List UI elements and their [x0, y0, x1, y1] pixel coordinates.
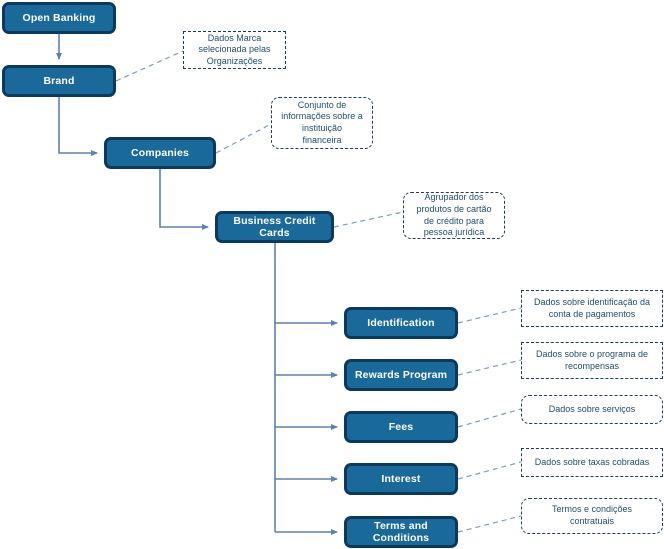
note-rewards-program: Dados sobre o programa de recompensas — [521, 342, 663, 379]
note-business-credit-cards-text: Agrupador dos produtos de cartão de créd… — [416, 192, 492, 238]
note-brand: Dados Marca selecionada pelas Organizaçõ… — [183, 31, 286, 69]
node-interest[interactable]: Interest — [344, 463, 458, 495]
node-terms-and-conditions[interactable]: Terms and Conditions — [344, 516, 458, 548]
note-interest-text: Dados sobre taxas cobradas — [534, 456, 650, 467]
node-rewards-program[interactable]: Rewards Program — [344, 359, 458, 391]
leader-business-credit-cards-to-note — [333, 211, 404, 228]
note-interest: Dados sobre taxas cobradas — [521, 448, 663, 477]
edge-companies-to-business-credit-cards — [159, 169, 209, 230]
node-open-banking[interactable]: Open Banking — [2, 2, 116, 34]
node-rewards-program-label: Rewards Program — [354, 368, 448, 381]
note-rewards-program-text: Dados sobre o programa de recompensas — [535, 348, 649, 371]
node-fees[interactable]: Fees — [344, 411, 458, 443]
note-fees: Dados sobre serviços — [521, 395, 663, 424]
node-identification[interactable]: Identification — [344, 307, 458, 339]
node-brand[interactable]: Brand — [2, 65, 116, 97]
node-open-banking-label: Open Banking — [22, 11, 96, 24]
note-business-credit-cards: Agrupador dos produtos de cartão de créd… — [403, 192, 505, 239]
edge-brand-to-companies — [58, 97, 98, 156]
note-companies-text: Conjunto de informações sobre a institui… — [281, 99, 363, 145]
node-terms-and-conditions-label: Terms and Conditions — [372, 519, 430, 544]
node-brand-label: Brand — [43, 74, 75, 87]
note-terms-and-conditions: Termos e condições contratuais — [521, 498, 663, 534]
leader-brand-to-note — [115, 50, 184, 82]
leader-terms-and-conditions-to-note — [457, 515, 522, 533]
leader-fees-to-note — [457, 408, 522, 428]
node-companies-label: Companies — [131, 146, 189, 159]
leader-rewards-program-to-note — [457, 359, 522, 376]
note-identification: Dados sobre identificação da conta de pa… — [521, 290, 663, 327]
leader-identification-to-note — [457, 307, 522, 324]
node-companies[interactable]: Companies — [104, 137, 216, 169]
leader-companies-to-note — [215, 123, 272, 154]
note-terms-and-conditions-text: Termos e condições contratuais — [551, 504, 633, 526]
node-business-credit-cards-label: Business Credit Cards — [233, 214, 316, 239]
note-identification-text: Dados sobre identificação da conta de pa… — [533, 296, 651, 319]
node-interest-label: Interest — [381, 472, 421, 485]
leader-interest-to-note — [457, 461, 522, 480]
note-fees-text: Dados sobre serviços — [548, 403, 636, 414]
node-fees-label: Fees — [388, 420, 414, 433]
note-companies: Conjunto de informações sobre a institui… — [271, 97, 373, 149]
node-identification-label: Identification — [367, 316, 435, 329]
note-brand-text: Dados Marca selecionada pelas Organizaçõ… — [198, 32, 271, 66]
node-business-credit-cards[interactable]: Business Credit Cards — [215, 211, 334, 243]
